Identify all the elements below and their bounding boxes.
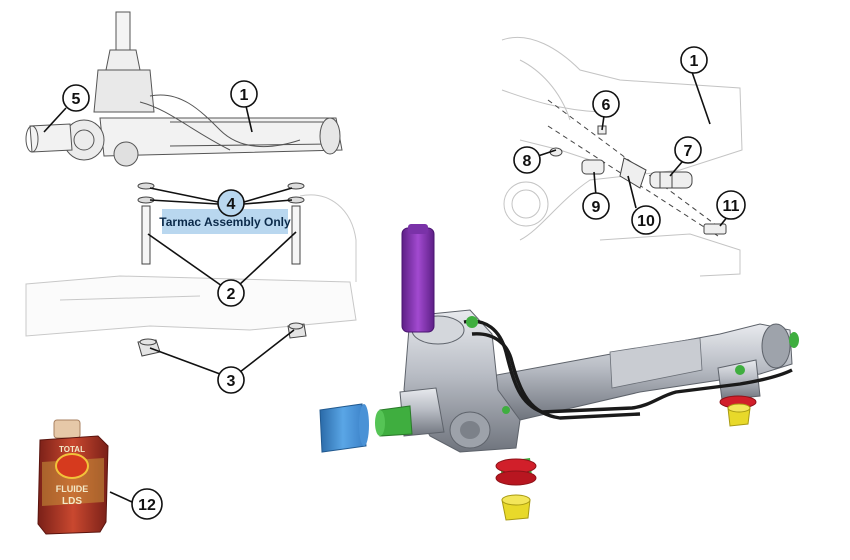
- callout-5: 5: [62, 84, 90, 112]
- steering-rack-render: [319, 224, 799, 521]
- callout-label: 12: [138, 497, 156, 514]
- leader-line-12: [109, 491, 133, 503]
- callout-9: 9: [582, 192, 610, 220]
- callout-7: 7: [674, 136, 702, 164]
- callout-label: 10: [637, 213, 655, 230]
- callout-6: 6: [592, 90, 620, 118]
- callout-label: 8: [523, 153, 532, 170]
- callout-label: 9: [592, 199, 601, 216]
- callout-label: 11: [723, 198, 740, 215]
- callout-12: 12: [131, 488, 163, 520]
- fluid-bottle: TOTAL FLUIDE LDS: [37, 419, 109, 535]
- callout-label: 1: [690, 53, 699, 70]
- callout-label: 3: [227, 373, 236, 390]
- callout-label: 6: [602, 97, 611, 114]
- callout-11: 11: [716, 190, 746, 220]
- callout-label: 1: [240, 87, 249, 104]
- callout-3: 3: [217, 366, 245, 394]
- callout-10: 10: [631, 205, 661, 235]
- callout-2: 2: [217, 279, 245, 307]
- callout-label: 4: [227, 196, 236, 213]
- callout-label: 7: [684, 143, 693, 160]
- callout-1-top-left: 1: [230, 80, 258, 108]
- leader-lines-detail: [537, 71, 729, 227]
- callout-8: 8: [513, 146, 541, 174]
- bottle-product-line2: LDS: [62, 496, 82, 507]
- callout-label: 2: [227, 286, 236, 303]
- callout-1-detail: 1: [680, 46, 708, 74]
- bottle-brand: TOTAL: [59, 445, 85, 454]
- tarmac-banner-text: Tarmac Assembly Only: [159, 215, 291, 229]
- bottle-product-line1: FLUIDE: [56, 484, 89, 494]
- leader-lines-top-left: [43, 105, 297, 375]
- callout-label: 5: [72, 91, 81, 108]
- callout-4: 4: [217, 189, 245, 217]
- rack-lineart-top-left: [25, 11, 357, 357]
